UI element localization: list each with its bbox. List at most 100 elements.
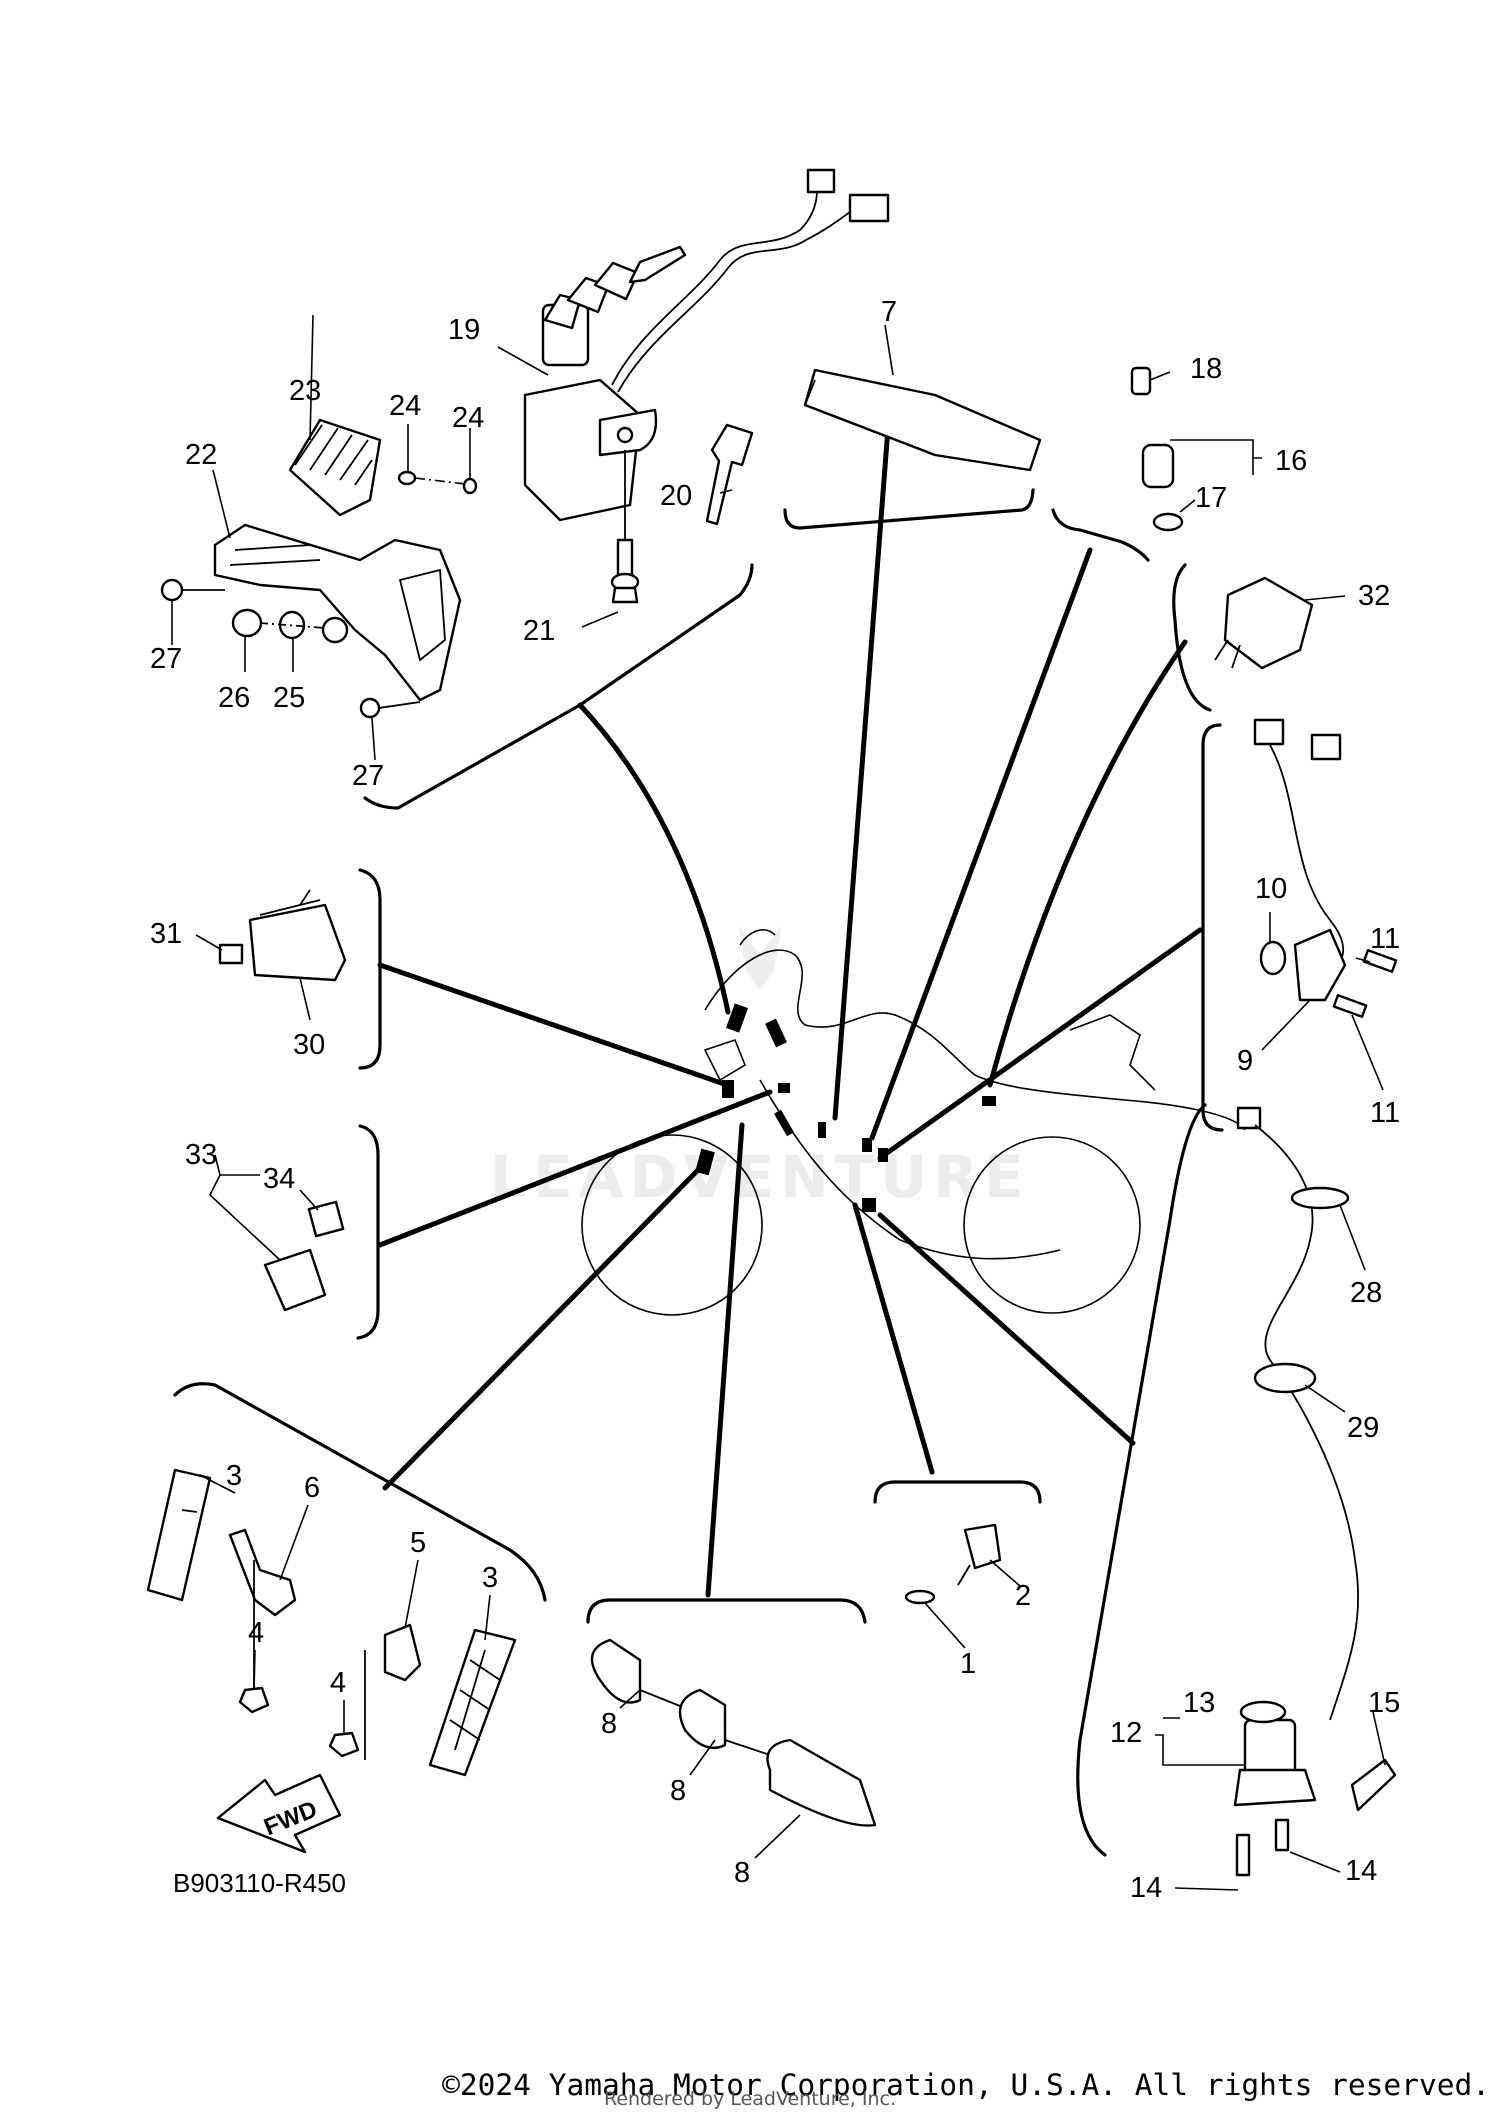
washer-24-a: [397, 470, 417, 486]
leader-14-b: [1289, 1851, 1341, 1873]
callout-27-b: 27: [352, 760, 384, 792]
switch-connector-a: [806, 168, 836, 194]
bracket-temp-sensor: [873, 1480, 1042, 1504]
callout-7: 7: [881, 296, 897, 328]
callout-6: 6: [304, 1472, 320, 1504]
leader-33: [209, 1154, 281, 1261]
callout-1: 1: [960, 1648, 976, 1680]
bolt-21-shank: [616, 538, 634, 580]
marker-sensor-a: [862, 1138, 872, 1152]
leader-15: [1372, 1711, 1386, 1766]
grommet-25-on-bracket: [321, 616, 349, 644]
speed-sensor-assembly: [1233, 1106, 1397, 1877]
collar-26: [231, 608, 263, 638]
callout-11-b: 11: [1370, 1097, 1400, 1129]
callout-33: 33: [185, 1139, 217, 1171]
leader-31: [195, 934, 223, 951]
reflector-3-a-mark: [181, 1509, 198, 1513]
leader-grips-group: [705, 1122, 745, 1598]
bracket-22: [213, 523, 462, 702]
rendered-by-credit: Rendered by LeadVenture, Inc.: [603, 2088, 897, 2110]
bracket-window: [398, 568, 446, 662]
main-switch-wire-b: [617, 204, 861, 393]
bracket-horn: [358, 868, 382, 1070]
callout-25: 25: [273, 682, 305, 714]
leader-11-b: [1351, 1014, 1384, 1091]
leader-28: [1339, 1204, 1366, 1271]
bracket-ecu: [783, 488, 1035, 530]
stay-6: [228, 1528, 297, 1617]
leader-19: [497, 346, 549, 376]
horn-bracket: [259, 889, 321, 916]
main-switch-wire: [611, 179, 818, 386]
front-wheel-outline: [581, 1134, 763, 1316]
marker-relay: [778, 1083, 790, 1093]
reflector-3-a: [146, 1468, 212, 1602]
leader-main-switch-group: [577, 702, 731, 1015]
leader-7: [884, 324, 894, 376]
bolt-18: [1130, 366, 1152, 396]
grip-8: [766, 1738, 877, 1827]
callout-3-b: 3: [482, 1562, 498, 1594]
lower-frame-outline: [759, 1079, 1061, 1260]
washer-24-b: [462, 477, 478, 495]
callout-leaders: [171, 314, 1386, 1891]
marker-temp-sensor: [862, 1198, 876, 1212]
callout-24-a: 24: [389, 390, 421, 422]
callout-9: 9: [1237, 1045, 1253, 1077]
leader-14-a: [1174, 1887, 1239, 1891]
handlebar-outline: [703, 929, 776, 1082]
callout-17: 17: [1195, 482, 1227, 514]
leader-8-a: [619, 1689, 641, 1709]
main-switch-assembly: [523, 168, 890, 604]
horn-assembly: [218, 889, 347, 982]
key-blade: [628, 245, 687, 284]
o-ring-10: [1259, 940, 1287, 976]
leader-11-a: [1355, 957, 1371, 963]
callout-12: 12: [1110, 1717, 1142, 1749]
reflector-3-b-pattern: [449, 1649, 501, 1751]
leader-sensor-group: [877, 1212, 1136, 1446]
callout-28: 28: [1350, 1277, 1382, 1309]
marker-neutral-switch: [818, 1122, 826, 1138]
ecu-unit: [803, 368, 1042, 472]
gasket-1: [904, 1589, 936, 1605]
callout-8-a: 8: [601, 1708, 617, 1740]
callout-14-a: 14: [1130, 1872, 1162, 1904]
leader-32: [1304, 595, 1346, 601]
bolt-31: [218, 943, 244, 965]
bracket-slots: [229, 544, 321, 566]
leader-12: [1155, 1717, 1245, 1766]
callout-34: 34: [263, 1163, 295, 1195]
bolt-21-head: [611, 586, 639, 604]
leader-horn-group: [377, 962, 733, 1089]
damper-16: [1141, 443, 1175, 489]
callout-27-a: 27: [150, 643, 182, 675]
relay-32-body: [1223, 576, 1314, 670]
bracket-grips: [586, 1598, 867, 1624]
bracket-sensor: [1076, 1103, 1207, 1857]
callout-31: 31: [150, 918, 182, 950]
bracket-reflector: [173, 1382, 547, 1602]
ring-17: [1152, 512, 1184, 532]
grip-end-a: [590, 1638, 642, 1704]
leader-8-c: [754, 1814, 801, 1859]
reflector-3-b: [428, 1628, 517, 1777]
ecu-7-body: [803, 368, 1042, 472]
bracket-neutral: [1201, 723, 1224, 1132]
sensor-12: [1243, 1718, 1297, 1777]
group-leader-lines: [377, 399, 1203, 1598]
callout-13: 13: [1183, 1687, 1215, 1719]
watermark-text: LEADVENTURE: [490, 1143, 1030, 1211]
callout-24-b: 24: [452, 402, 484, 434]
bracket-cover-23: [288, 418, 382, 517]
callout-19: 19: [448, 314, 480, 346]
reflector-assembly: [146, 1468, 517, 1777]
leader-ecu-group: [832, 399, 893, 1121]
leader-5: [404, 1559, 419, 1629]
callout-32: 32: [1358, 580, 1390, 612]
o-ring-13: [1239, 1700, 1287, 1724]
key-20-icon: [705, 423, 754, 526]
callout-15: 15: [1368, 1687, 1400, 1719]
collar-axis: [259, 622, 326, 629]
